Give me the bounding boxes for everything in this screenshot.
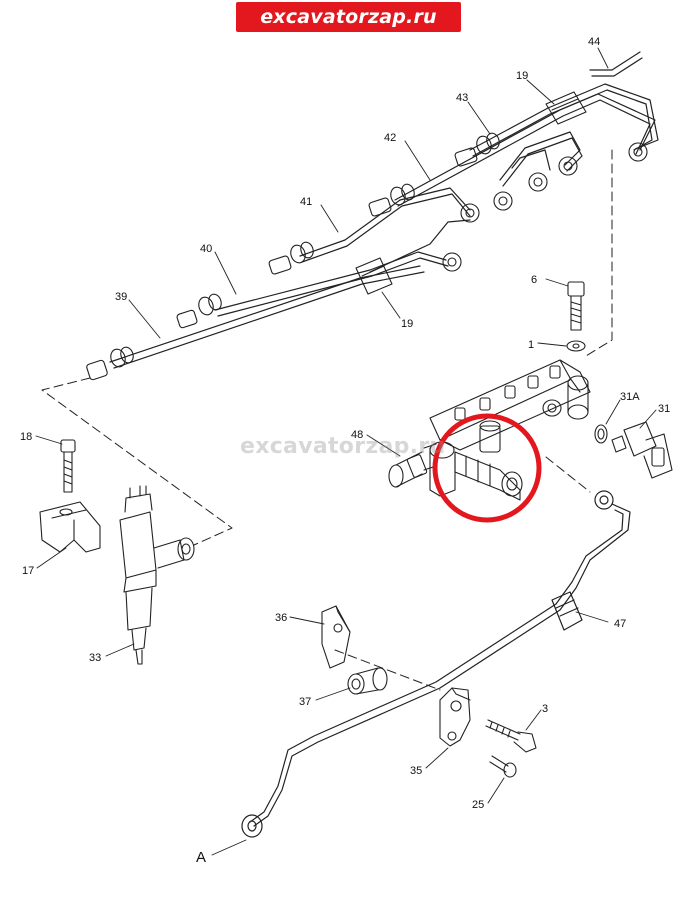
- fitting-42: [368, 183, 415, 217]
- line-fittings: [86, 132, 648, 381]
- clamp-19-upper: [545, 91, 587, 125]
- spacer-37: [347, 667, 388, 695]
- fitting-43: [454, 132, 500, 167]
- callout-19-upper: 19: [516, 70, 528, 82]
- injector-33: [119, 485, 195, 665]
- callout-43: 43: [456, 92, 468, 104]
- relief-valve-48: [388, 443, 437, 488]
- callout-39: 39: [115, 291, 127, 303]
- fuel-line-bundle: [109, 51, 659, 369]
- common-rail: [429, 359, 591, 497]
- callout-33: 33: [89, 652, 101, 664]
- callout-25: 25: [472, 799, 484, 811]
- bolt-3: [485, 719, 537, 753]
- leader-lines: [35, 47, 657, 856]
- highlight-circle: [432, 413, 542, 523]
- clamp-19-lower: [355, 257, 393, 295]
- fitting-39: [86, 346, 134, 381]
- fitting-41: [268, 241, 314, 275]
- callout-a: A: [196, 849, 206, 866]
- callout-44: 44: [588, 36, 600, 48]
- callout-37: 37: [299, 696, 311, 708]
- callout-40: 40: [200, 243, 212, 255]
- callout-31a: 31A: [620, 391, 640, 403]
- callout-1: 1: [528, 339, 534, 351]
- callout-18: 18: [20, 431, 32, 443]
- callout-labels: 44 19 43 42 41 40 39 19 6 1 31A 31 48 18…: [20, 36, 670, 866]
- pressure-sensor-31: [611, 421, 673, 479]
- callout-41: 41: [300, 196, 312, 208]
- rail-pressure-sensor: [454, 420, 523, 501]
- callout-48: 48: [351, 429, 363, 441]
- site-banner[interactable]: excavatorzap.ru: [236, 2, 461, 32]
- dashed-connection-lines: [41, 149, 613, 691]
- bolt-6: [567, 281, 585, 331]
- bracket-35: [439, 687, 471, 747]
- return-line-47: [241, 490, 631, 838]
- bolt-25: [489, 755, 517, 778]
- callout-36: 36: [275, 612, 287, 624]
- callout-6: 6: [531, 274, 537, 286]
- callout-35: 35: [410, 765, 422, 777]
- callout-31: 31: [658, 403, 670, 415]
- rail-nuts: [442, 142, 648, 272]
- callout-3: 3: [542, 703, 548, 715]
- fitting-40: [176, 293, 222, 329]
- washer-1: [566, 340, 586, 352]
- callout-19-lower: 19: [401, 318, 413, 330]
- site-banner-text: excavatorzap.ru: [260, 6, 437, 28]
- callout-47: 47: [614, 618, 626, 630]
- injector-clamp-17: [39, 501, 101, 553]
- bolt-18: [60, 439, 76, 493]
- watermark-text: excavatorzap.ru: [240, 434, 446, 459]
- callout-17: 17: [22, 565, 34, 577]
- callout-42: 42: [384, 132, 396, 144]
- o-ring-31a: [594, 424, 608, 444]
- bracket-36: [321, 605, 351, 669]
